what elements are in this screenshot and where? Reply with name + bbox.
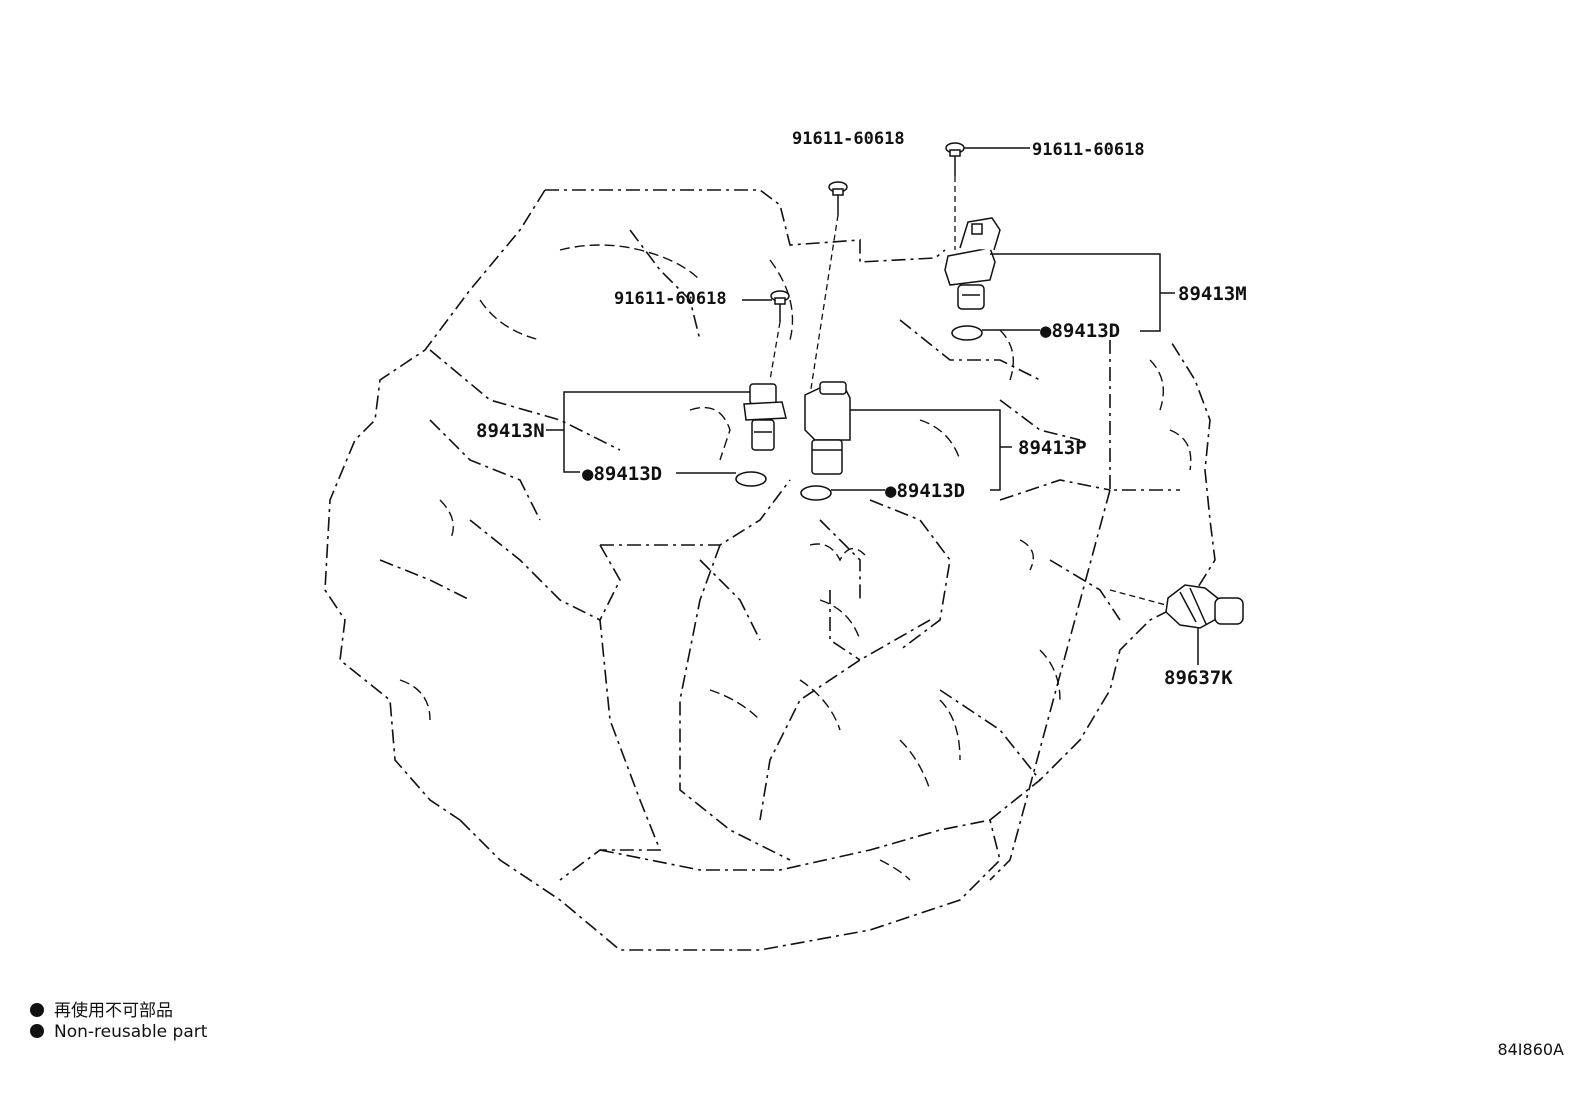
transmission-case-outline: [324, 189, 1216, 951]
legend-text-en: Non-reusable part: [54, 1022, 208, 1042]
callout-oring-p: ●89413D: [885, 480, 965, 502]
o-ring-89413d-m: [951, 325, 983, 341]
leader-lines: [546, 147, 1199, 665]
bullet-icon: [30, 1003, 44, 1017]
callout-bolt-left: 91611-60618: [614, 289, 727, 309]
bolt-guide-lines: [769, 176, 956, 396]
callout-sensor-89413m: 89413M: [1178, 283, 1247, 305]
bolt-right: [945, 142, 965, 176]
callout-oring-m: ●89413D: [1040, 320, 1120, 342]
drawing-code: 84I860A: [1497, 1040, 1564, 1059]
switch-guide-line: [1109, 589, 1167, 606]
callout-bolt-center: 91611-60618: [792, 129, 905, 149]
speed-sensor-89413p: [804, 381, 851, 475]
callout-oring-n: ●89413D: [582, 463, 662, 485]
case-interior-details: [399, 244, 1192, 881]
switch-89637k: [1165, 584, 1244, 629]
o-ring-89413d-p: [800, 485, 832, 501]
legend-item-jp: 再使用不可部品: [30, 996, 173, 1021]
legend-text-jp: 再使用不可部品: [54, 1001, 173, 1021]
bolt-center: [828, 181, 848, 215]
callout-sensor-89413n: 89413N: [476, 420, 545, 442]
callout-sensor-89413p: 89413P: [1018, 437, 1087, 459]
callout-bolt-right: 91611-60618: [1032, 140, 1145, 160]
speed-sensor-89413m: [944, 217, 1001, 310]
speed-sensor-89413n: [743, 383, 787, 451]
callout-switch-89637k: 89637K: [1164, 667, 1233, 689]
bolt-left: [770, 290, 790, 322]
o-ring-89413d-n: [735, 471, 767, 487]
legend-item-en: Non-reusable part: [30, 1022, 207, 1042]
bullet-icon: [30, 1024, 44, 1038]
